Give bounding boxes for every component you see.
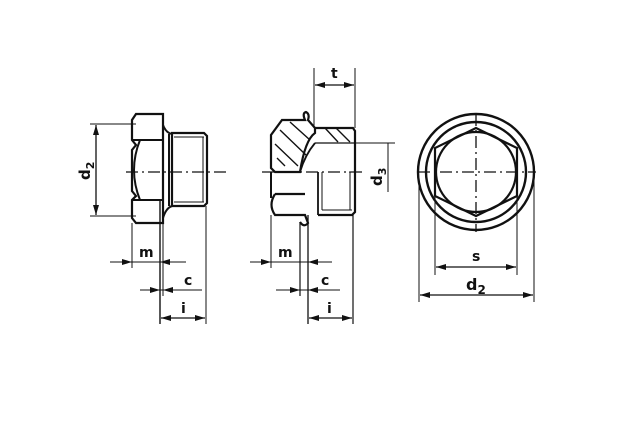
hex-head-section (269, 110, 317, 174)
s-label: s (472, 249, 480, 265)
svg-text:d3: d3 (368, 168, 389, 186)
section-hatching (274, 121, 351, 167)
hex-head-outline (130, 112, 165, 225)
thread-body (170, 131, 209, 208)
hexagon-outline (433, 126, 519, 218)
i-label: i (181, 301, 186, 317)
side-view-plain (90, 112, 228, 324)
d3-subscript: 3 (376, 168, 389, 176)
m-label: m (139, 245, 154, 261)
i-label: i (327, 301, 332, 317)
d2-label: d (466, 275, 477, 294)
c-label: c (184, 273, 192, 289)
d3-label: d (368, 175, 386, 186)
end-view-labels: s d2 (466, 249, 486, 297)
side-view-section (250, 68, 395, 324)
t-label: t (331, 66, 338, 82)
svg-text:d2: d2 (466, 275, 486, 297)
hex-head-lower (270, 192, 310, 227)
thread-root-lines (174, 136, 204, 203)
hex-facet-lines (132, 139, 163, 201)
svg-text:d2: d2 (76, 162, 97, 180)
d2-subscript: 2 (84, 162, 97, 170)
end-view (416, 112, 536, 302)
side-view-plain-labels: d2 m c i (76, 162, 192, 317)
side-view-section-labels: t d3 m c i (278, 66, 389, 317)
m-label: m (278, 245, 293, 261)
c-label: c (321, 273, 329, 289)
d2-subscript: 2 (477, 283, 485, 297)
d2-label: d (76, 169, 94, 180)
